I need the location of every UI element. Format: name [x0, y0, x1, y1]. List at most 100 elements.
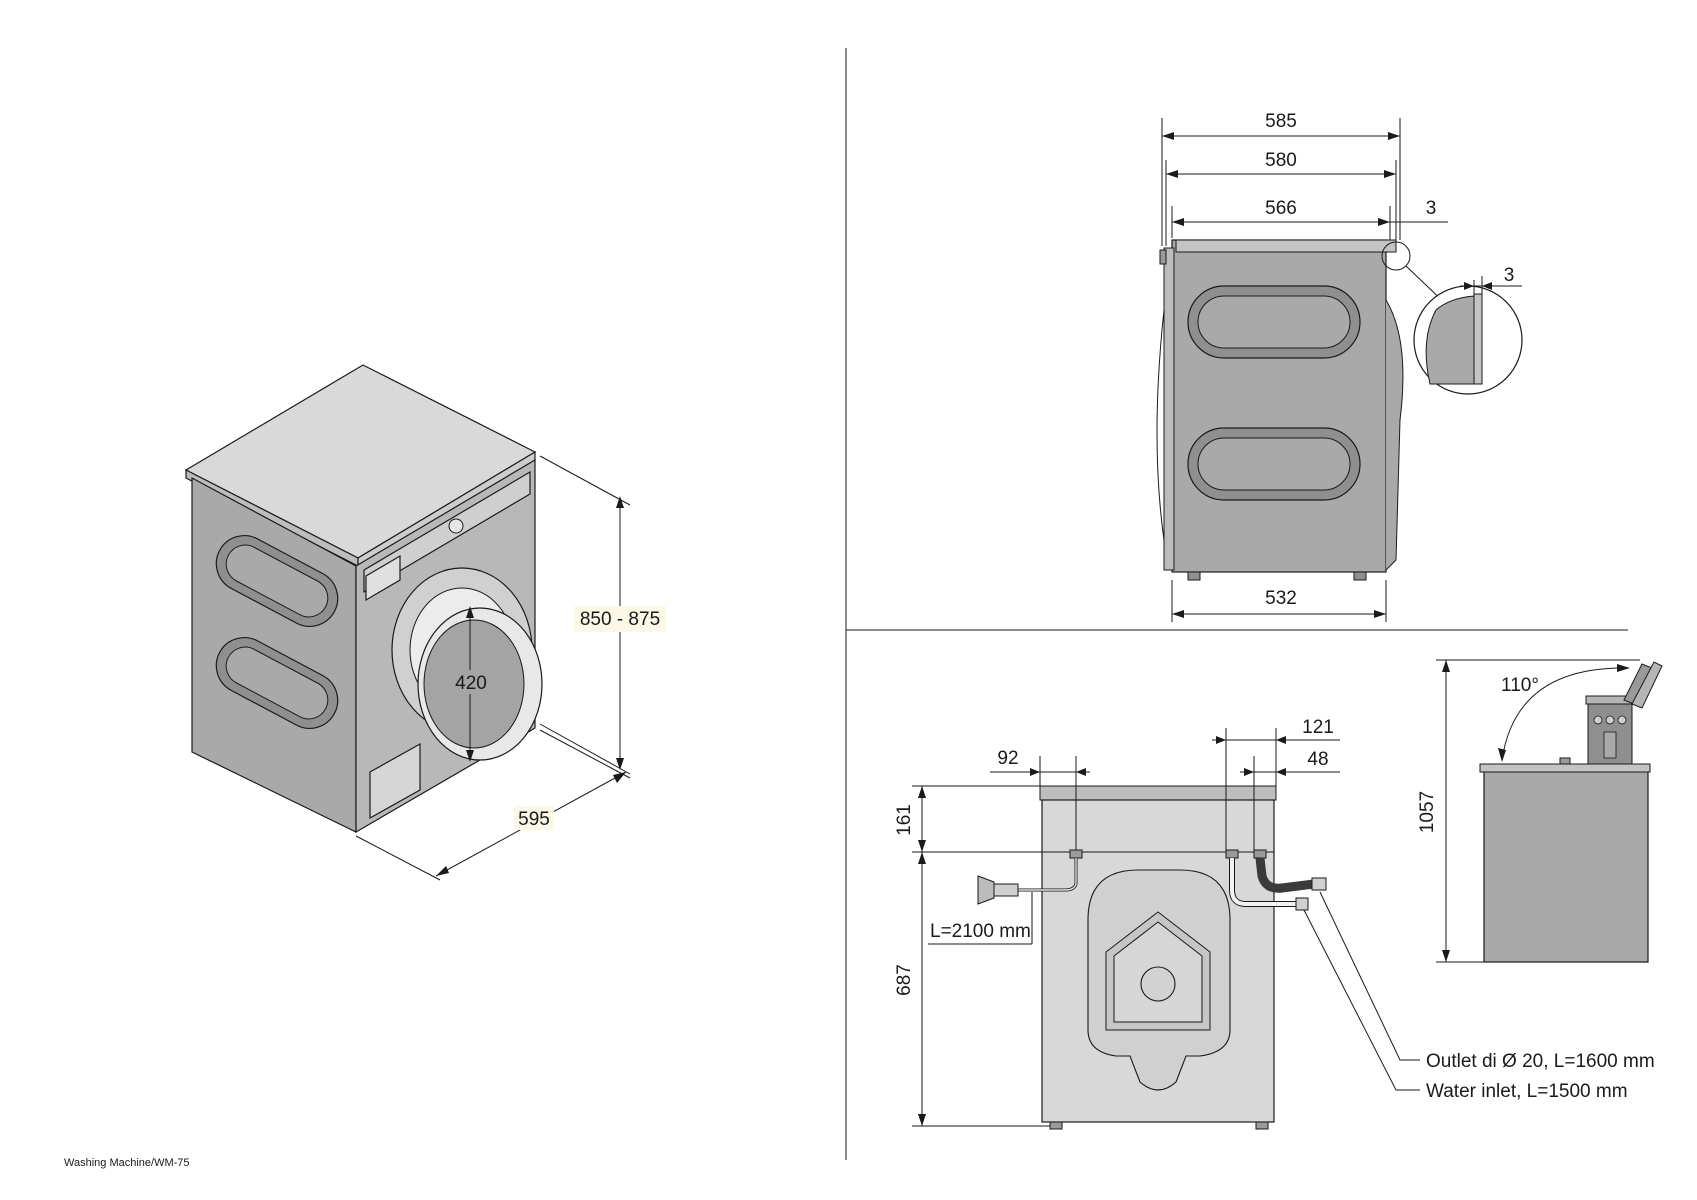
- rear-inlet-hose-core: [1230, 858, 1300, 906]
- rear-48-label: 48: [1307, 749, 1328, 770]
- rear-687-arrow-t: [918, 852, 926, 864]
- side-top-lid: [1175, 239, 1397, 253]
- side-front-panel: [1163, 247, 1175, 571]
- iso-height-ext-bottom: [539, 723, 631, 775]
- lid-angle-arrow-end: [1617, 664, 1630, 672]
- lid-dispenser-cup-2: [1605, 715, 1615, 725]
- lid-angle-arc: [1501, 667, 1629, 761]
- side-rear-curve: [1385, 299, 1404, 571]
- lid-angle-label: 110°: [1501, 675, 1539, 696]
- side-dim-532-arrow-l: [1172, 610, 1184, 618]
- lid-dispenser-cup-3: [1617, 715, 1627, 725]
- rear-687-label: 687: [894, 964, 915, 996]
- side-control-knob: [1159, 249, 1167, 265]
- rear-foot-right: [1255, 1121, 1269, 1130]
- rear-outlet-hose: [1255, 857, 1315, 893]
- iso-side-panel-lower-inner: [225, 646, 329, 720]
- side-foot-front: [1187, 571, 1201, 581]
- iso-detergent-drawer: [365, 554, 401, 602]
- side-foot-rear: [1353, 571, 1367, 581]
- rear-121-arrow-r: [1276, 736, 1286, 744]
- side-detail-shape: [1425, 295, 1475, 385]
- isometric-view: 420 850 - 875 595: [184, 364, 666, 881]
- iso-door-dim-bg: [450, 670, 492, 694]
- rear-power-cord-core: [1018, 858, 1077, 891]
- lid-open-flap-2: [1631, 661, 1663, 709]
- iso-filter-cover: [369, 742, 421, 820]
- iso-depth-arrow-left: [436, 866, 449, 876]
- side-detail-marker: [1381, 241, 1411, 271]
- side-dim-585-arrow-l: [1162, 132, 1174, 140]
- rear-121-arrow-l: [1216, 736, 1226, 744]
- iso-door-dim-arrow-top: [466, 606, 474, 618]
- lid-view: 110° 1057: [1417, 659, 1663, 963]
- rear-92-label: 92: [997, 748, 1018, 769]
- rear-48-arrow-l: [1244, 768, 1254, 776]
- rear-plug-body: [993, 883, 1019, 897]
- side-panel-lower-inner: [1197, 437, 1351, 491]
- rear-161-label: 161: [894, 804, 915, 836]
- rear-outlet-note: Outlet di Ø 20, L=1600 mm: [1426, 1051, 1655, 1072]
- rear-inlet-socket: [1225, 849, 1239, 859]
- iso-depth-label: 595: [518, 809, 550, 830]
- side-dim-532-arrow-r: [1374, 610, 1386, 618]
- rear-121-label: 121: [1302, 717, 1334, 738]
- rear-161-arrow-t: [918, 786, 926, 798]
- rear-drum-hub: [1140, 966, 1176, 1002]
- lid-height-label: 1057: [1417, 791, 1438, 833]
- side-dim-532-label: 532: [1265, 588, 1297, 609]
- rear-inlet-note: Water inlet, L=1500 mm: [1426, 1081, 1628, 1102]
- lid-top-edge: [1479, 763, 1651, 773]
- lid-dispenser-slot: [1603, 731, 1617, 759]
- lid-top-knob: [1559, 757, 1571, 765]
- iso-door-dim-arrow-bottom: [466, 750, 474, 762]
- iso-control-panel: [363, 470, 531, 594]
- iso-depth-arrow-right: [613, 772, 626, 783]
- side-detail-lid: [1473, 293, 1483, 385]
- side-dim-580-label: 580: [1265, 150, 1297, 171]
- rear-outlet-leader: [1319, 891, 1420, 1061]
- side-detail-arrow-r: [1482, 282, 1492, 290]
- side-dim-566-arrow-r: [1378, 218, 1390, 226]
- side-panel-upper-inner: [1197, 295, 1351, 349]
- lid-height-arrow-b: [1442, 950, 1450, 962]
- rear-48-arrow-r: [1276, 768, 1286, 776]
- iso-height-label-bg: [574, 606, 666, 632]
- rear-foot-left: [1049, 1121, 1063, 1130]
- side-dim-566-label: 566: [1265, 198, 1297, 219]
- lid-body: [1483, 769, 1649, 963]
- rear-outlet-coupling: [1311, 877, 1327, 891]
- side-dim-580-arrow-l: [1166, 170, 1178, 178]
- footer-caption: Washing Machine/WM-75: [64, 1157, 190, 1169]
- side-dim-580-arrow-r: [1384, 170, 1396, 178]
- iso-door-dim-label: 420: [455, 673, 487, 694]
- side-dim-585-label: 585: [1265, 111, 1297, 132]
- iso-depth-label-bg: [514, 806, 554, 830]
- rear-top-panel: [1039, 785, 1277, 801]
- side-detail-arrow-l: [1464, 282, 1474, 290]
- rear-plug-head: [977, 875, 995, 905]
- side-dim-585-arrow-r: [1388, 132, 1400, 140]
- side-detail-dim-label: 3: [1504, 265, 1515, 286]
- rear-power-socket: [1069, 849, 1083, 859]
- lid-angle-arrow-start: [1498, 748, 1506, 762]
- iso-height-arrow-top: [616, 496, 624, 508]
- rear-687-arrow-b: [918, 1114, 926, 1126]
- rear-161-arrow-b: [918, 840, 926, 852]
- rear-view: Outlet di Ø 20, L=1600 mm Water inlet, L…: [894, 717, 1655, 1130]
- side-view: 585 580 566 3 3 532: [1156, 111, 1523, 622]
- iso-height-label: 850 - 875: [580, 609, 660, 630]
- rear-outlet-socket: [1253, 849, 1267, 859]
- side-door-bulge: [1156, 309, 1165, 541]
- rear-92-arrow-r: [1076, 768, 1086, 776]
- iso-side-panel-upper-inner: [225, 544, 329, 618]
- rear-inlet-leader: [1303, 909, 1420, 1091]
- iso-height-ext-top: [539, 455, 631, 506]
- side-dim-566-arrow-l: [1172, 218, 1184, 226]
- rear-92-arrow-l: [1030, 768, 1040, 776]
- iso-depth-ext-back: [539, 729, 631, 779]
- iso-depth-ext-front: [355, 835, 441, 881]
- iso-program-dial: [448, 518, 464, 534]
- lid-dispenser-cup-1: [1593, 715, 1603, 725]
